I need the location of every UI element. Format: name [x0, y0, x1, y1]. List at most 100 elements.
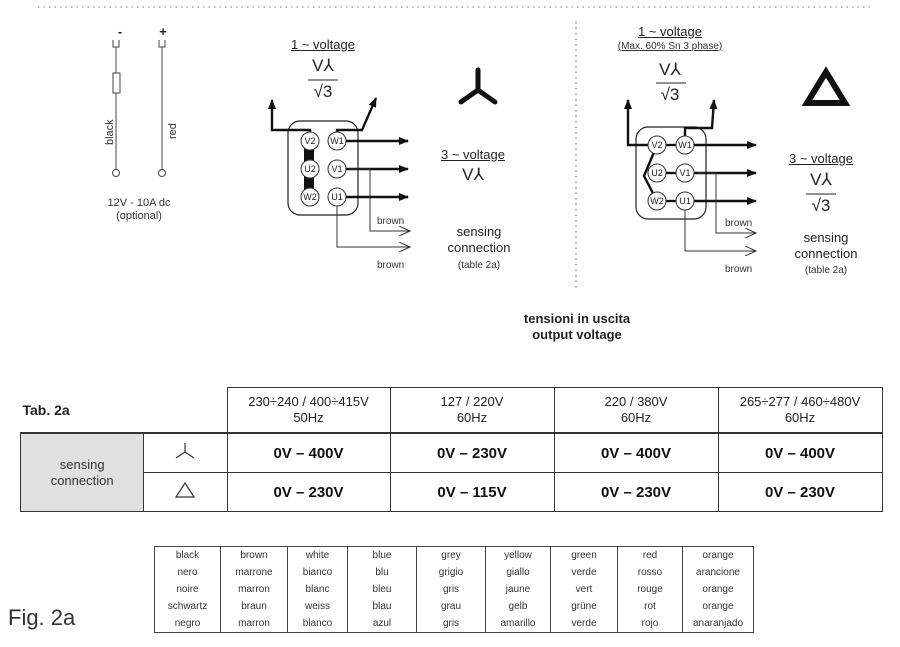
battery-optional: (optional) [116, 210, 162, 222]
color-cell: rouge [617, 581, 683, 598]
star-symbol-icon [458, 67, 498, 105]
color-cell: noire [154, 581, 221, 598]
color-cell: orange [682, 581, 754, 598]
terminal-label: V2 [304, 136, 315, 146]
color-cell: grey [416, 546, 486, 564]
star-value: 0V – 400V [226, 432, 391, 473]
color-cell: amarillo [485, 615, 551, 633]
color-cell: grau [416, 598, 486, 615]
delta-sensing-label: sensing [803, 230, 849, 245]
delta-terminal-labels: V2 W1 U2 V1 W2 U1 [650, 140, 692, 206]
color-cell: blanc [287, 581, 348, 598]
color-cell: yellow [485, 546, 551, 564]
output-title-en: output voltage [532, 327, 622, 342]
terminal-label: W2 [303, 192, 317, 202]
color-cell: white [287, 546, 348, 564]
color-cell: giallo [485, 564, 551, 581]
color-cell: blanco [287, 615, 348, 633]
delta-table-ref: (table 2a) [804, 265, 848, 276]
terminal-label: U1 [679, 196, 691, 206]
color-cell: azul [347, 615, 417, 633]
delta-value: 0V – 230V [717, 472, 883, 512]
star-three-phase-value: V⅄ [462, 165, 484, 184]
star-small-icon [176, 443, 195, 459]
star-sensing-label: sensing [456, 224, 502, 239]
color-cell: blu [347, 564, 417, 581]
color-cell: brown [220, 546, 288, 564]
color-cell: vert [550, 581, 618, 598]
color-cell: green [550, 546, 618, 564]
delta-one-phase-label: 1 ~ voltage [638, 24, 702, 39]
delta-value: 0V – 230V [553, 472, 719, 512]
delta-value: 0V – 115V [389, 472, 555, 512]
star-brown-label-2: brown [377, 260, 404, 271]
color-cell: marron [220, 615, 288, 633]
terminal-label: W1 [678, 140, 692, 150]
color-cell: nero [154, 564, 221, 581]
battery-spec: 12V - 10A dc [107, 197, 171, 209]
color-cell: weiss [287, 598, 348, 615]
color-cell: grüne [550, 598, 618, 615]
color-cell: anaranjado [682, 615, 754, 633]
color-cell: gris [416, 581, 486, 598]
minus-sign: - [117, 24, 123, 39]
star-row-symbol [143, 432, 228, 473]
color-cell: red [617, 546, 683, 564]
color-cell: braun [220, 598, 288, 615]
color-cell: bleu [347, 581, 417, 598]
delta-one-phase-note: (Max. 60% Sn 3 phase) [617, 41, 723, 52]
color-cell: orange [682, 546, 754, 564]
color-cell: rot [617, 598, 683, 615]
delta-wiring [624, 66, 851, 251]
color-cell: rosso [617, 564, 683, 581]
black-wire-label: black [104, 119, 116, 145]
terminal-label: U1 [331, 192, 343, 202]
color-cell: orange [682, 598, 754, 615]
color-cell: black [154, 546, 221, 564]
color-cell: blue [347, 546, 417, 564]
color-cell: grigio [416, 564, 486, 581]
star-three-phase-label: 3 ~ voltage [441, 147, 505, 162]
color-cell: verde [550, 615, 618, 633]
delta-row-symbol [143, 472, 228, 512]
star-terminal-labels: V2 W1 U2 V1 W2 U1 [303, 136, 344, 202]
red-wire-label: red [167, 123, 179, 139]
star-wiring [268, 67, 498, 247]
delta-brown-label-2: brown [725, 264, 752, 275]
terminal-label: W2 [650, 196, 664, 206]
delta-three-phase-top: V⅄ [810, 170, 832, 189]
color-cell: bianco [287, 564, 348, 581]
color-cell: jaune [485, 581, 551, 598]
delta-three-phase-label: 3 ~ voltage [789, 151, 853, 166]
star-table-ref: (table 2a) [457, 260, 501, 271]
star-one-phase-label: 1 ~ voltage [291, 37, 355, 52]
terminal-label: V1 [679, 168, 690, 178]
star-fraction-top: V⅄ [312, 56, 334, 75]
delta-fraction-bottom: √3 [660, 85, 680, 104]
delta-fraction-top: V⅄ [659, 60, 681, 79]
plus-sign: + [159, 24, 167, 39]
delta-connection-label: connection [794, 246, 858, 261]
color-cell: blau [347, 598, 417, 615]
output-title-it: tensioni in uscita [523, 311, 631, 326]
delta-symbol-icon [801, 66, 851, 106]
terminal-label: V2 [651, 140, 662, 150]
color-cell: gelb [485, 598, 551, 615]
wiring-diagram: V2 W1 U2 V1 W2 U1 V2 W1 U2 V1 W2 U1 blac… [38, 6, 870, 288]
star-fraction-bottom: √3 [313, 82, 333, 101]
table-name: Tab. 2a [20, 387, 227, 434]
color-cell: arancione [682, 564, 754, 581]
terminal-label: U2 [304, 164, 316, 174]
color-cell: negro [154, 615, 221, 633]
terminal-label: V1 [331, 164, 342, 174]
terminal-label: U2 [651, 168, 663, 178]
star-brown-label-1: brown [377, 216, 404, 227]
color-cell: schwartz [154, 598, 221, 615]
